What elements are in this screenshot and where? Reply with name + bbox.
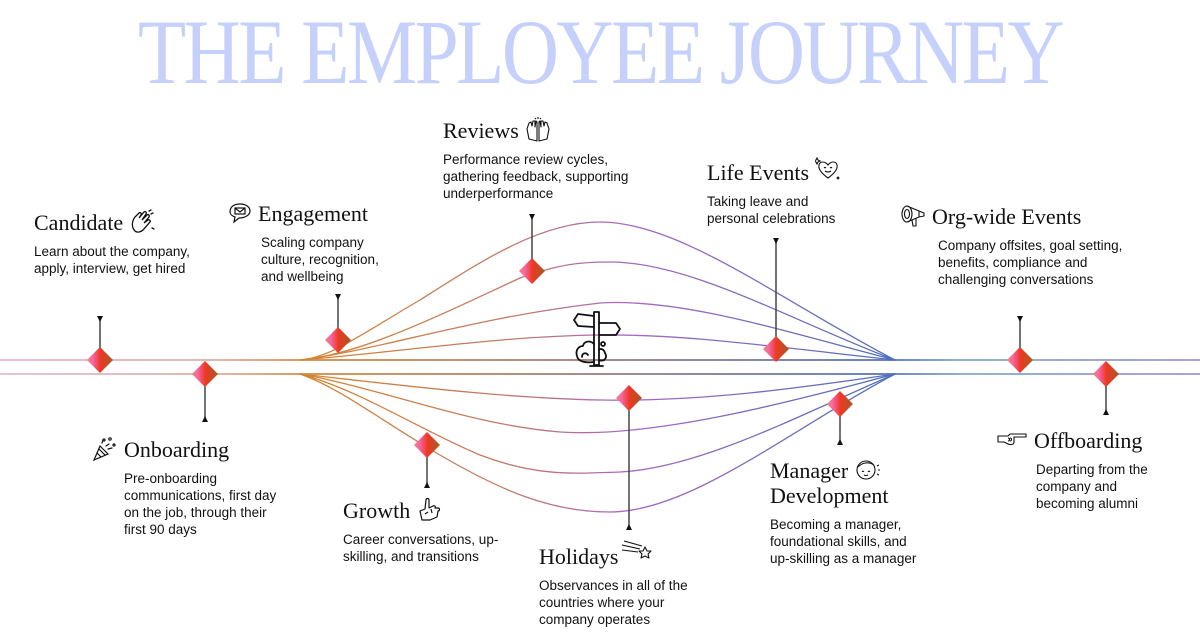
stage-title: Holidays	[539, 544, 619, 569]
diamond-org-wide-events	[1007, 347, 1033, 373]
stage-onboarding: Onboarding Pre-onboarding communications…	[92, 436, 292, 538]
shooting-star-icon	[620, 539, 654, 565]
diamond-life-events	[763, 336, 789, 362]
diamond-growth	[414, 432, 440, 458]
diamond-holidays	[616, 385, 642, 411]
stage-life-events: Life Events Taking leave and personal ce…	[707, 156, 907, 227]
lower-paths	[299, 373, 896, 513]
stage-candidate: Candidate Learn about the company, apply…	[34, 209, 214, 277]
diamond-candidate	[87, 347, 113, 373]
megaphone-icon	[900, 203, 926, 229]
stage-title: Offboarding	[1034, 427, 1143, 453]
party-popper-icon	[92, 436, 118, 462]
stage-org-wide-events: Org-wide Events Company offsites, goal s…	[900, 203, 1160, 288]
pointing-up-hand-icon	[416, 497, 442, 523]
stage-description: Learn about the company, apply, intervie…	[34, 244, 190, 276]
stage-description: Departing from the company and becoming …	[1036, 462, 1148, 511]
smiling-heart-icon	[812, 156, 841, 182]
milestone-diamonds	[87, 258, 1119, 458]
stage-manager-development: Manager Development Becoming a manager, …	[770, 457, 940, 567]
stage-description: Performance review cycles, gathering fee…	[443, 152, 629, 201]
diamond-manager-development	[827, 391, 853, 417]
stage-title: Growth	[343, 497, 411, 523]
pointing-right-hand-icon	[996, 427, 1028, 453]
stage-title: Org-wide Events	[932, 203, 1082, 229]
speech-bubble-mail-icon	[226, 200, 252, 226]
stage-holidays: Holidays Observances in all of the count…	[539, 539, 719, 628]
stage-title: Reviews	[443, 117, 519, 143]
stage-growth: Growth Career conversations, up-skilling…	[343, 497, 523, 565]
stage-title-line2: Development	[770, 483, 889, 508]
diamond-onboarding	[192, 361, 218, 387]
stage-title: Onboarding	[124, 436, 230, 462]
diamond-offboarding	[1093, 361, 1119, 387]
stage-engagement: Engagement Scaling company culture, reco…	[226, 200, 426, 285]
stage-description: Company offsites, goal setting, benefits…	[938, 238, 1123, 287]
stage-description: Scaling company culture, recognition, an…	[261, 235, 379, 284]
stage-title: Life Events	[707, 160, 810, 185]
stage-title: Candidate	[34, 209, 124, 235]
stage-description: Career conversations, up-skilling, and t…	[343, 532, 499, 564]
stage-title-line1: Manager	[770, 457, 849, 483]
stage-title: Engagement	[258, 200, 368, 226]
stage-reviews: Reviews Performance review cycles, gathe…	[443, 117, 673, 202]
connectors	[99, 216, 1107, 528]
stage-description: Observances in all of the countries wher…	[539, 578, 688, 627]
signpost-icon	[573, 311, 621, 367]
face-icon	[854, 457, 881, 483]
connector-arrowheads	[97, 214, 1109, 530]
high-five-icon	[525, 117, 551, 143]
stage-offboarding: Offboarding Departing from the company a…	[996, 427, 1196, 512]
page-title: THE EMPLOYEE JOURNEY	[137, 1, 1065, 103]
diamond-reviews	[519, 258, 545, 284]
stage-description: Taking leave and personal celebrations	[707, 194, 836, 226]
stage-description: Pre-onboarding communications, first day…	[124, 471, 277, 537]
waving-hand-icon	[129, 209, 155, 235]
diamond-engagement	[325, 327, 351, 353]
stage-description: Becoming a manager, foundational skills,…	[770, 517, 917, 566]
